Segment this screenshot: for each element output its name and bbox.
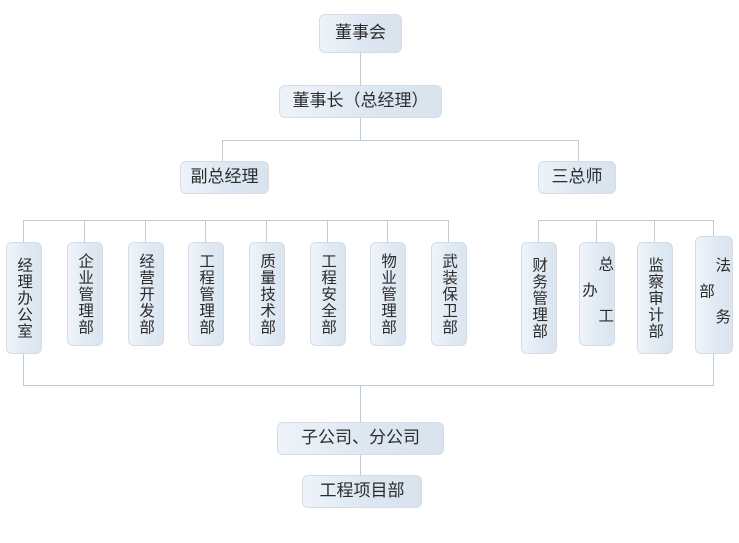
connector-left-dept-stem-4 bbox=[266, 220, 267, 242]
connector-left-dept-stem-3 bbox=[205, 220, 206, 242]
connector-left-dept-bus bbox=[23, 220, 448, 221]
dept-manager-office[interactable]: 经理办公室 bbox=[6, 242, 42, 354]
node-engineering-project-dept[interactable]: 工程项目部 bbox=[302, 475, 422, 508]
dept-quality-technology[interactable]: 质量技术部 bbox=[249, 242, 285, 346]
connector-left-dept-stem-6 bbox=[387, 220, 388, 242]
node-vice-general-manager[interactable]: 副总经理 bbox=[180, 161, 269, 194]
node-board[interactable]: 董事会 bbox=[319, 14, 402, 53]
connector-bottom-right-riser bbox=[713, 354, 714, 385]
connector-left-dept-stem-1 bbox=[84, 220, 85, 242]
connector-right-dept-stem-1 bbox=[596, 220, 597, 242]
dept-chief-engineer-office[interactable]: 总 工 办 bbox=[579, 242, 615, 346]
dept-legal-affairs[interactable]: 法 务 部 bbox=[695, 236, 733, 354]
connector-left-dept-stem-5 bbox=[327, 220, 328, 242]
connector-right-dept-stem-2 bbox=[654, 220, 655, 242]
connector-subsidiary-to-project bbox=[360, 455, 361, 475]
connector-bottom-bus bbox=[23, 385, 714, 386]
dept-armed-security[interactable]: 武装保卫部 bbox=[431, 242, 467, 346]
connector-bus-to-vice-gm bbox=[222, 140, 223, 161]
dept-supervision-audit[interactable]: 监察审计部 bbox=[637, 242, 673, 354]
connector-right-dept-stem-3 bbox=[713, 220, 714, 236]
connector-bottom-left-riser bbox=[23, 354, 24, 385]
dept-property-management[interactable]: 物业管理部 bbox=[370, 242, 406, 346]
dept-engineering-safety[interactable]: 工程安全部 bbox=[310, 242, 346, 346]
connector-board-to-chairman bbox=[360, 53, 361, 85]
dept-business-development[interactable]: 经营开发部 bbox=[128, 242, 164, 346]
connector-bus-to-three-chiefs bbox=[578, 140, 579, 161]
connector-left-dept-stem-7 bbox=[448, 220, 449, 242]
node-chairman[interactable]: 董事长（总经理） bbox=[279, 85, 442, 118]
dept-finance-management[interactable]: 财务管理部 bbox=[521, 242, 557, 354]
connector-level3-bus bbox=[222, 140, 578, 141]
connector-left-dept-stem-0 bbox=[23, 220, 24, 242]
node-three-chiefs[interactable]: 三总师 bbox=[538, 161, 616, 194]
connector-bottom-bus-to-subsidiary bbox=[360, 385, 361, 422]
connector-left-dept-stem-2 bbox=[145, 220, 146, 242]
connector-right-dept-bus bbox=[538, 220, 713, 221]
connector-right-dept-stem-0 bbox=[538, 220, 539, 242]
connector-chairman-down bbox=[360, 118, 361, 140]
dept-enterprise-management[interactable]: 企业管理部 bbox=[67, 242, 103, 346]
dept-engineering-management[interactable]: 工程管理部 bbox=[188, 242, 224, 346]
node-subsidiary-branch[interactable]: 子公司、分公司 bbox=[277, 422, 444, 455]
